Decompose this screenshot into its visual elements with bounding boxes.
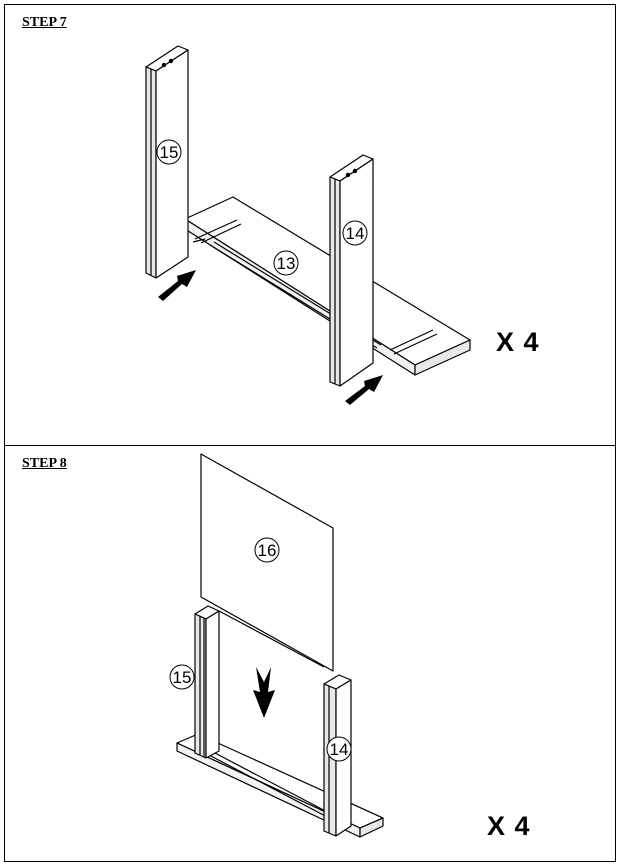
part-label-15: 15 xyxy=(156,139,182,165)
svg-text:13: 13 xyxy=(277,254,296,273)
quantity-multiplier: X 4 xyxy=(496,327,540,357)
step-7-panel: STEP 7 X 4 xyxy=(4,4,616,446)
step-8-panel: STEP 8 X 4 xyxy=(4,445,616,862)
insert-arrow-icon xyxy=(345,375,383,405)
svg-text:14: 14 xyxy=(330,740,349,759)
quantity-multiplier: X 4 xyxy=(487,811,531,841)
step-title: STEP 7 xyxy=(22,15,67,30)
part-label-14: 14 xyxy=(342,220,368,246)
part-label-14: 14 xyxy=(326,736,352,762)
step-7-illustration: 15 14 13 xyxy=(145,45,471,405)
svg-text:14: 14 xyxy=(346,224,365,243)
step-title: STEP 8 xyxy=(22,456,67,471)
part-14-side-panel xyxy=(329,154,374,387)
svg-text:15: 15 xyxy=(160,143,179,162)
svg-text:16: 16 xyxy=(258,541,277,560)
part-label-13: 13 xyxy=(273,250,299,276)
part-label-16: 16 xyxy=(254,537,280,563)
step-8-illustration: 16 15 14 xyxy=(169,453,384,838)
part-13-board xyxy=(184,196,471,376)
down-arrow-icon xyxy=(253,667,275,718)
part-15-side-panel xyxy=(194,605,220,759)
part-label-15: 15 xyxy=(169,664,195,690)
insert-arrow-icon xyxy=(158,270,196,301)
svg-text:15: 15 xyxy=(173,668,192,687)
